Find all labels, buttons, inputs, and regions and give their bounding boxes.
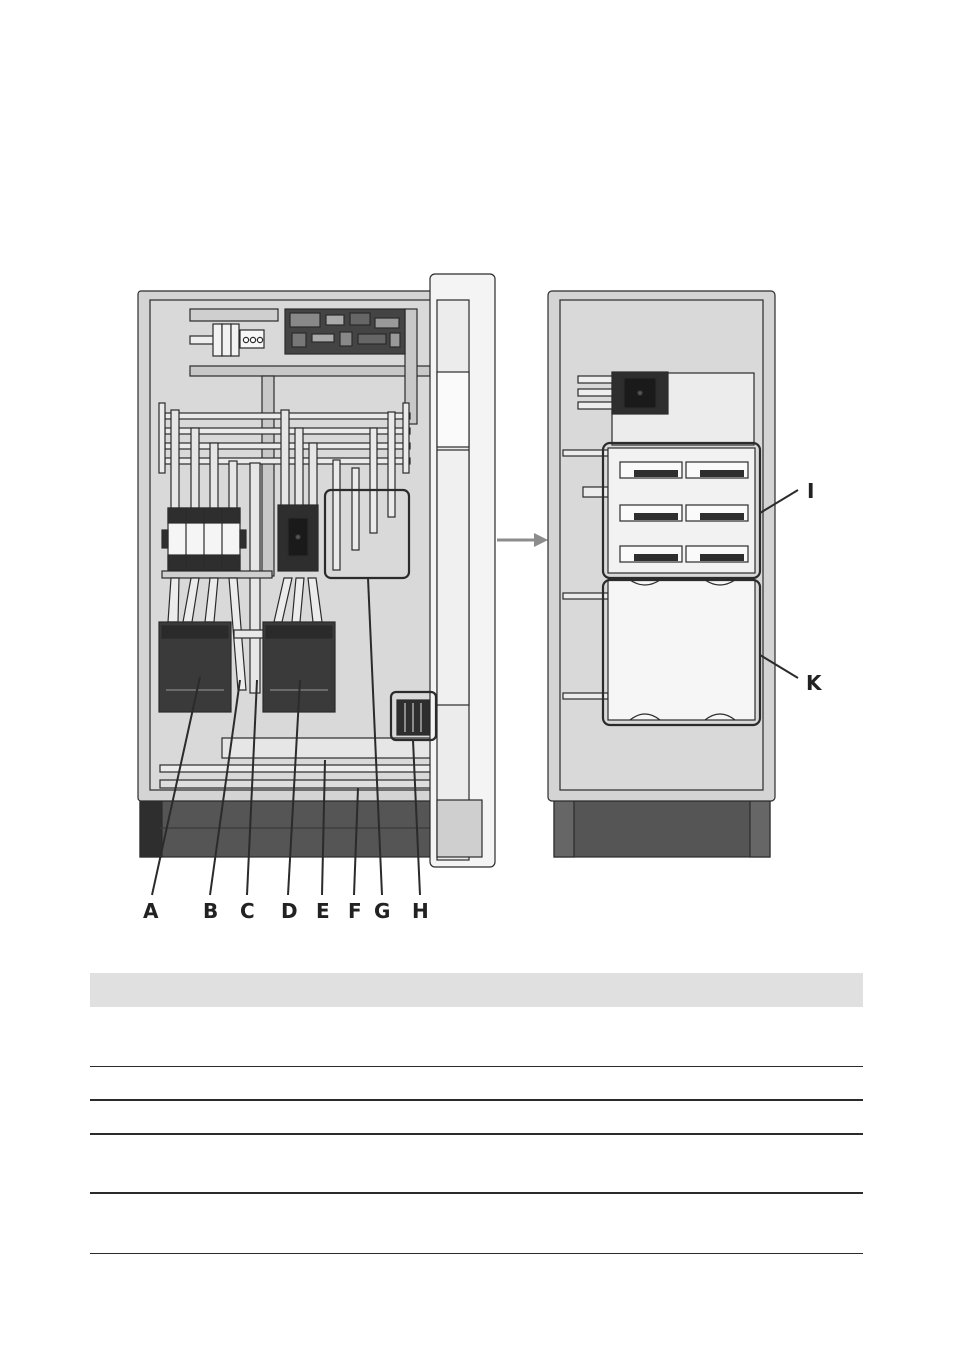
- right-cabinet: [547, 290, 776, 858]
- fuse-unit-dc: [158, 621, 232, 713]
- table-header: [90, 973, 863, 1007]
- table-row: [90, 1067, 863, 1101]
- cabinet-door-edge: [429, 273, 496, 868]
- table-row: [90, 1101, 863, 1135]
- highlight-box-i: [601, 441, 762, 580]
- label-h: H: [412, 899, 429, 923]
- highlight-box-k: [601, 578, 762, 727]
- label-b: B: [203, 899, 218, 923]
- label-d: D: [281, 899, 298, 923]
- terminal-rail-g: [332, 411, 396, 571]
- table-row: [90, 1007, 863, 1067]
- compartment-k: [607, 579, 756, 721]
- callout-labels: A B C D E F G H I K: [143, 479, 823, 923]
- view-arrow: [497, 533, 548, 547]
- auxiliary-switch: [577, 371, 669, 415]
- label-f: F: [348, 899, 362, 923]
- cabinet-diagram: A B C D E F G H I K: [137, 273, 823, 923]
- left-cabinet: [137, 273, 496, 868]
- legend-table: [90, 973, 863, 1254]
- label-i: I: [807, 479, 814, 503]
- dc-disconnector: [161, 507, 247, 571]
- table-row: [90, 1194, 863, 1254]
- control-circuit-board: [284, 308, 406, 355]
- top-terminal-block: [189, 323, 265, 357]
- label-e: E: [316, 899, 330, 923]
- highlight-box-g: [323, 488, 411, 580]
- terminal-blocks-i: [607, 447, 756, 574]
- label-c: C: [240, 899, 255, 923]
- label-g: G: [374, 899, 390, 923]
- table-row: [90, 1135, 863, 1194]
- label-a: A: [143, 899, 159, 923]
- callout-leaders-right: [759, 489, 799, 679]
- ac-contactor: [277, 504, 319, 572]
- callout-leaders-left: [151, 577, 421, 896]
- surge-arrester: [396, 699, 430, 736]
- label-k: K: [806, 671, 823, 695]
- right-plinth: [553, 799, 771, 858]
